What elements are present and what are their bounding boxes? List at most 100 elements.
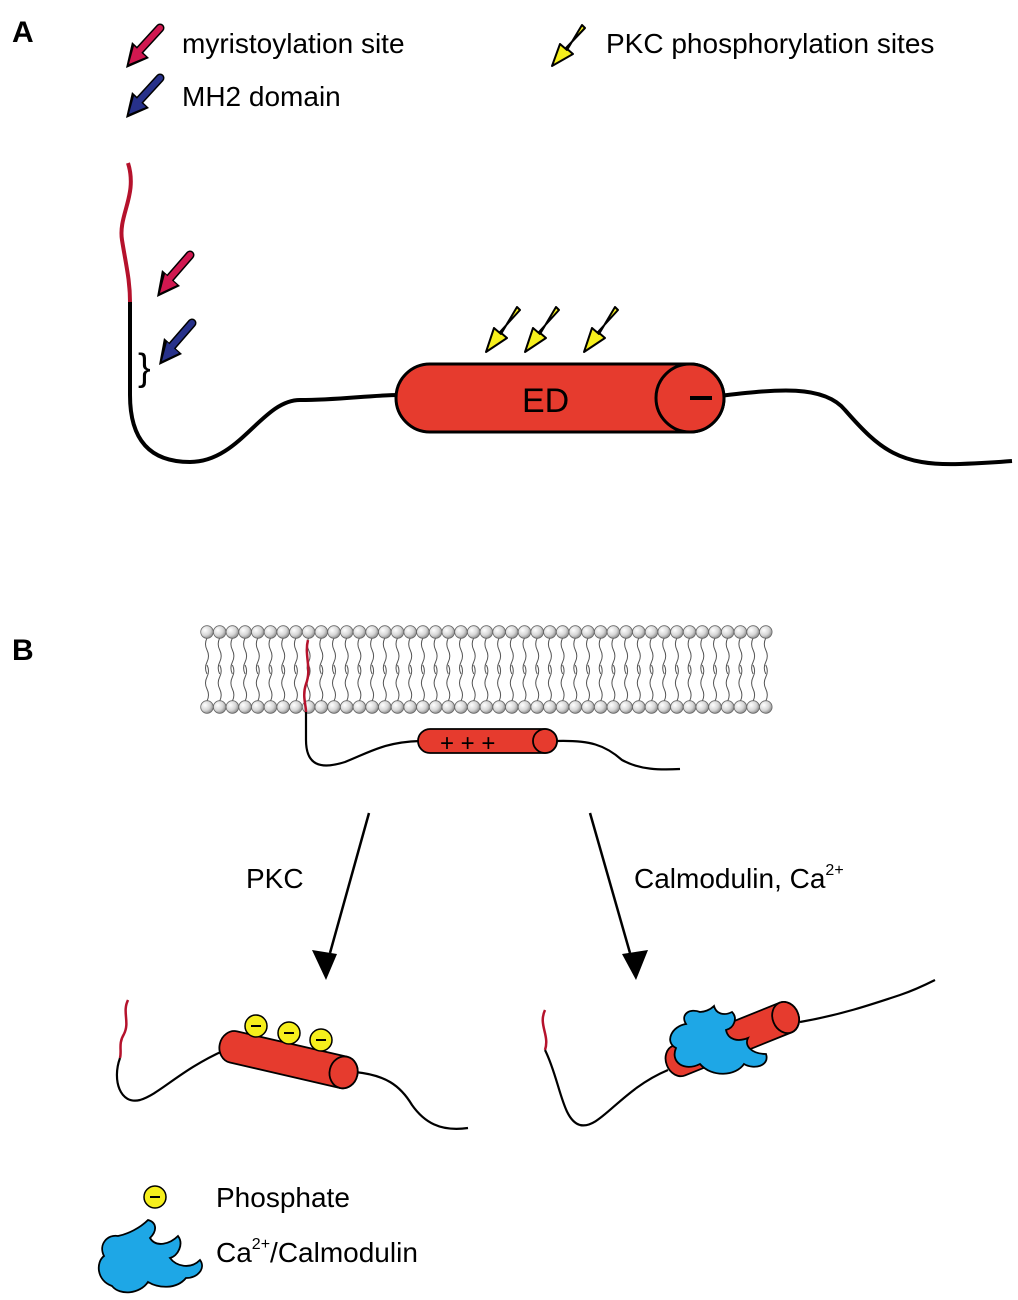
pkc-arrow-2 (524, 306, 560, 353)
lipid-tail (611, 637, 616, 675)
lipid-tail (281, 637, 286, 675)
lipid-head (251, 700, 265, 714)
lipid-tail (725, 664, 730, 702)
lipid-head (441, 625, 456, 639)
lipid-head (467, 700, 481, 714)
lipid-tail (293, 637, 298, 675)
lipid-tail (497, 637, 502, 675)
lipid-tail (586, 664, 590, 702)
lipid-tail (649, 637, 654, 675)
lipid-tail (713, 637, 717, 675)
phosphate-icon-2 (277, 1021, 301, 1045)
lipid-head (416, 625, 430, 639)
lipid-tail (738, 664, 743, 702)
lipid-head (276, 700, 290, 714)
lipid-tail (611, 664, 616, 702)
lipid-head (708, 700, 722, 714)
legend-calmodulin-label: Ca2+/Calmodulin (216, 1236, 418, 1268)
lipid-head (594, 625, 608, 639)
lipid-head (340, 625, 354, 639)
lipid-head (314, 700, 329, 714)
lipid-tail (230, 664, 235, 702)
lipid-tail (370, 637, 375, 675)
lipid-head (746, 700, 760, 714)
lipid-head (657, 700, 671, 714)
lipid-tail (624, 664, 629, 702)
positive-charge-label: + + + (440, 730, 495, 757)
lipid-tail (560, 664, 565, 702)
lipid-head (619, 700, 633, 714)
lipid-head (543, 700, 557, 714)
lipid-head (289, 700, 303, 714)
lipid-tail (700, 664, 705, 702)
legend-phosphate-label: Phosphate (216, 1182, 350, 1213)
lipid-head (454, 700, 468, 714)
lipid-tail (763, 637, 768, 675)
lipid-tail (547, 637, 552, 675)
lipid-head (276, 625, 290, 639)
lipid-head (301, 625, 316, 639)
lipid-head (619, 625, 633, 639)
lipid-tail (459, 637, 463, 675)
lipid-tail (687, 664, 692, 702)
lipid-tail (662, 637, 667, 675)
lipid-tail (738, 637, 743, 675)
lipid-tail (332, 664, 336, 702)
lipid-tail (649, 664, 654, 702)
lipid-tail (420, 637, 425, 675)
lipid-head (390, 625, 405, 639)
lipid-head (759, 700, 773, 714)
lipid-tail (433, 664, 438, 702)
lipid-tail (446, 664, 451, 702)
lipid-tail (598, 637, 603, 675)
lipid-tail (573, 637, 578, 675)
lipid-head (327, 625, 341, 639)
lipid-tail (522, 664, 527, 702)
lipid-head (721, 700, 735, 714)
lipid-tail (763, 664, 768, 702)
lipid-tail (522, 637, 527, 675)
ed-domain-label: ED (522, 382, 569, 420)
lipid-head (352, 625, 367, 639)
lipid-head (378, 700, 392, 714)
lipid-head (759, 625, 773, 639)
lipid-head (746, 625, 760, 639)
lipid-head (568, 625, 583, 639)
lipid-head (378, 625, 392, 639)
calmodulin-reaction-arrow (588, 812, 648, 980)
lipid-tail (509, 637, 514, 675)
legend-calmodulin-sup: 2+ (252, 1236, 270, 1253)
pkc-reaction-arrow (312, 812, 371, 980)
lipid-bilayer (200, 625, 773, 714)
lipid-tail (636, 664, 641, 702)
lipid-head (543, 625, 557, 639)
lipid-tail (484, 664, 489, 702)
lipid-head (238, 700, 252, 714)
legend-mh2-label: MH2 domain (182, 81, 341, 112)
lipid-tail (471, 664, 476, 702)
calmodulin-bound-protein (541, 979, 936, 1127)
lipid-head (594, 700, 608, 714)
lipid-tail (281, 664, 286, 702)
lipid-tail (205, 637, 209, 675)
lipid-tail (535, 664, 540, 702)
lipid-head (721, 625, 735, 639)
phosphate-icon-1 (244, 1014, 268, 1038)
legend-myristoylation-label: myristoylation site (182, 28, 405, 59)
lipid-tail (497, 664, 502, 702)
lipid-tail (484, 637, 489, 675)
lipid-head (581, 625, 595, 639)
panel-a: A myristoylation site MH2 domain PKC pho… (12, 16, 1013, 467)
lipid-head (505, 700, 519, 714)
lipid-tail (268, 664, 273, 702)
panel-a-label: A (12, 16, 34, 49)
lipid-head (238, 625, 252, 639)
lipid-tail (459, 664, 463, 702)
lipid-tail (243, 637, 248, 675)
phosphorylated-protein (115, 999, 469, 1130)
membrane-myristoyl-tail (302, 639, 310, 713)
lipid-tail (243, 664, 248, 702)
lipid-head (365, 625, 379, 639)
lipid-head (555, 700, 570, 714)
